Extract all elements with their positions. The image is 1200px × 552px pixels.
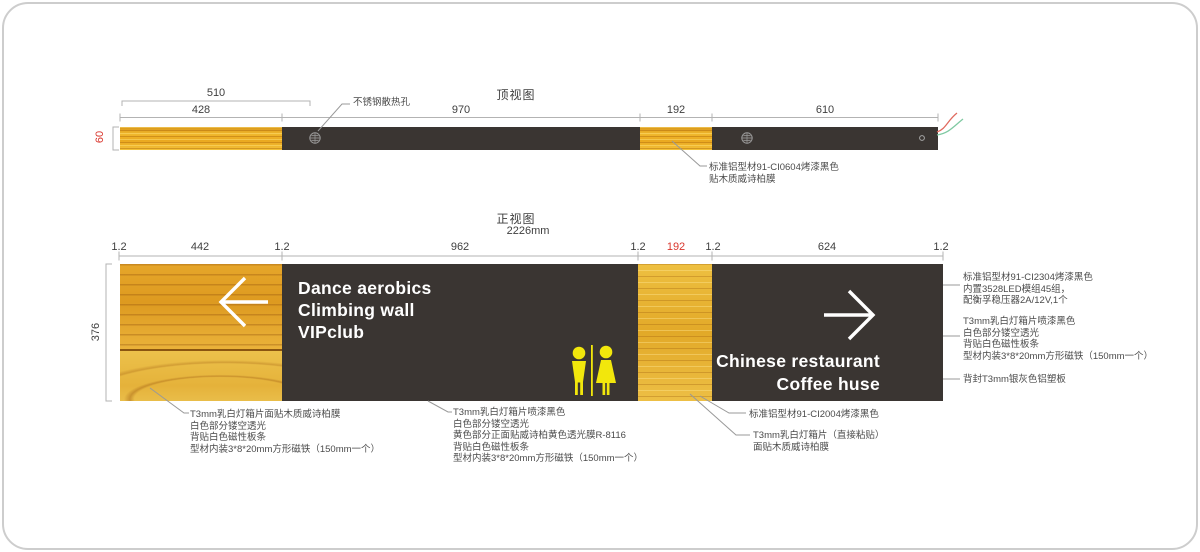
callout-strip-panel: T3mm乳白灯箱片（直接粘贴） 面贴木质威诗柏膜 bbox=[753, 430, 884, 453]
callout-top-profile: 标准铝型材91-CI0604烤漆黑色 贴木质威诗柏膜 bbox=[709, 162, 839, 185]
male-head bbox=[572, 346, 586, 360]
callout-line: 背贴白色磁性板条 bbox=[963, 339, 1040, 351]
dim-1.2: 1.2 bbox=[630, 241, 646, 253]
leader-strip-panel bbox=[689, 393, 750, 436]
wire-red-icon bbox=[936, 112, 958, 133]
callout-line: T3mm乳白灯箱片喷漆黑色 bbox=[963, 316, 1076, 327]
leader-bottom-mid bbox=[427, 400, 452, 413]
callout-line: 背贴白色磁性板条 bbox=[453, 441, 530, 453]
wood-plank-lower bbox=[120, 351, 282, 401]
restroom-divider bbox=[591, 345, 593, 396]
leader-bottom-left bbox=[149, 387, 189, 414]
leader-strip-profile bbox=[699, 395, 746, 414]
callout-line: 面贴木质威诗柏膜 bbox=[753, 441, 830, 453]
leader-heat-hole bbox=[317, 103, 350, 132]
dim-428: 428 bbox=[191, 104, 211, 116]
right-arrow-icon bbox=[824, 289, 876, 341]
dim-1.2: 1.2 bbox=[705, 241, 721, 253]
dim-bracket-510 bbox=[121, 100, 311, 106]
sign-text-right: Chinese restaurant Coffee huse bbox=[700, 350, 880, 396]
cable-hole-icon bbox=[919, 135, 925, 141]
dim-970: 970 bbox=[451, 104, 471, 116]
callout-right-profile: 标准铝型材91-CI2304烤漆黑色 内置3528LED模组45组， 配衡孚稳压… bbox=[963, 272, 1093, 307]
callout-line: 型材内装3*8*20mm方形磁铁（150mm一个） bbox=[963, 350, 1154, 362]
dim-610: 610 bbox=[815, 104, 835, 116]
wire-green-icon bbox=[936, 118, 964, 136]
dim-192-top: 192 bbox=[666, 104, 686, 116]
callout-line: 白色部分镂空透光 bbox=[190, 420, 267, 432]
heat-hole-icon bbox=[309, 132, 321, 144]
top-view-dark-right bbox=[712, 127, 938, 150]
top-view-wood-strip bbox=[640, 127, 712, 150]
dim-bracket-60 bbox=[112, 126, 119, 151]
heat-hole-icon bbox=[741, 132, 753, 144]
callout-line: 配衡孚稳压器2A/12V,1个 bbox=[963, 295, 1068, 307]
front-view-bar bbox=[120, 264, 943, 401]
front-view-title: 正视图 bbox=[496, 212, 536, 226]
wood-plank-upper bbox=[120, 264, 282, 351]
dim-192-front: 192 bbox=[666, 241, 686, 253]
sign-line: Climbing wall bbox=[298, 300, 415, 320]
callout-line: 贴木质威诗柏膜 bbox=[709, 173, 776, 185]
top-view-bar bbox=[120, 127, 938, 150]
callout-line: 标准铝型材91-CI0604烤漆黑色 bbox=[709, 162, 839, 173]
left-arrow-icon bbox=[218, 276, 268, 328]
sign-text-left: Dance aerobics Climbing wall VIPclub bbox=[298, 277, 432, 343]
dim-60: 60 bbox=[94, 130, 106, 144]
callout-line: 白色部分镂空透光 bbox=[453, 418, 530, 430]
callout-line: 标准铝型材91-CI2304烤漆黑色 bbox=[963, 272, 1093, 283]
dim-442: 442 bbox=[190, 241, 210, 253]
dim-1.2: 1.2 bbox=[933, 241, 949, 253]
dim-510: 510 bbox=[206, 87, 226, 99]
callout-right-panel: T3mm乳白灯箱片喷漆黑色 白色部分镂空透光 背贴白色磁性板条 型材内装3*8*… bbox=[963, 316, 1153, 362]
dim-bracket-376 bbox=[105, 263, 112, 402]
callout-line: 型材内装3*8*20mm方形磁铁（150mm一个） bbox=[190, 443, 381, 455]
callout-line: 白色部分镂空透光 bbox=[963, 327, 1040, 339]
female-body bbox=[596, 360, 616, 395]
callout-line: T3mm乳白灯箱片喷漆黑色 bbox=[453, 407, 566, 418]
callout-heat-hole: 不锈钢散热孔 bbox=[353, 97, 411, 108]
dim-1.2: 1.2 bbox=[111, 241, 127, 253]
leader-top-profile bbox=[671, 140, 707, 167]
front-dark-right bbox=[712, 264, 943, 401]
sign-line: Dance aerobics bbox=[298, 278, 432, 298]
restroom-icon bbox=[572, 345, 616, 396]
callout-line: T3mm乳白灯箱片（直接粘贴） bbox=[753, 430, 885, 441]
callout-bottom-left: T3mm乳白灯箱片面贴木质威诗柏膜 白色部分镂空透光 背贴白色磁性板条 型材内装… bbox=[190, 409, 380, 455]
callout-line: 黄色部分正面贴威诗柏黄色透光膜R-8116 bbox=[453, 430, 626, 442]
dim-ticks-top bbox=[119, 113, 939, 122]
female-head bbox=[599, 345, 613, 359]
front-wood-strip bbox=[638, 264, 712, 401]
top-view-wood-left bbox=[120, 127, 282, 150]
callout-line: 型材内装3*8*20mm方形磁铁（150mm一个） bbox=[453, 453, 644, 465]
dim-total: 2226mm bbox=[506, 225, 550, 237]
sign-line: Coffee huse bbox=[776, 374, 880, 394]
front-wood-section bbox=[120, 264, 282, 401]
top-view-dark-main bbox=[282, 127, 640, 150]
dim-1.2: 1.2 bbox=[274, 241, 290, 253]
top-view-title: 顶视图 bbox=[496, 88, 536, 102]
dim-ticks-front bbox=[118, 251, 944, 261]
callout-right-back: 背封T3mm银灰色铝塑板 bbox=[963, 374, 1066, 385]
sign-line: VIPclub bbox=[298, 322, 365, 342]
dim-962: 962 bbox=[450, 241, 470, 253]
callout-line: T3mm乳白灯箱片面贴木质威诗柏膜 bbox=[190, 409, 341, 420]
callout-line: 内置3528LED模组45组， bbox=[963, 283, 1071, 295]
male-body bbox=[572, 361, 586, 395]
leader-right-callouts bbox=[943, 284, 960, 380]
sign-line: Chinese restaurant bbox=[716, 351, 880, 371]
dim-624: 624 bbox=[817, 241, 837, 253]
callout-bottom-mid: T3mm乳白灯箱片喷漆黑色 白色部分镂空透光 黄色部分正面贴威诗柏黄色透光膜R-… bbox=[453, 407, 643, 465]
callout-line: 背贴白色磁性板条 bbox=[190, 432, 267, 444]
callout-strip-profile: 标准铝型材91-CI2004烤漆黑色 bbox=[749, 409, 879, 420]
dim-376: 376 bbox=[90, 322, 102, 342]
